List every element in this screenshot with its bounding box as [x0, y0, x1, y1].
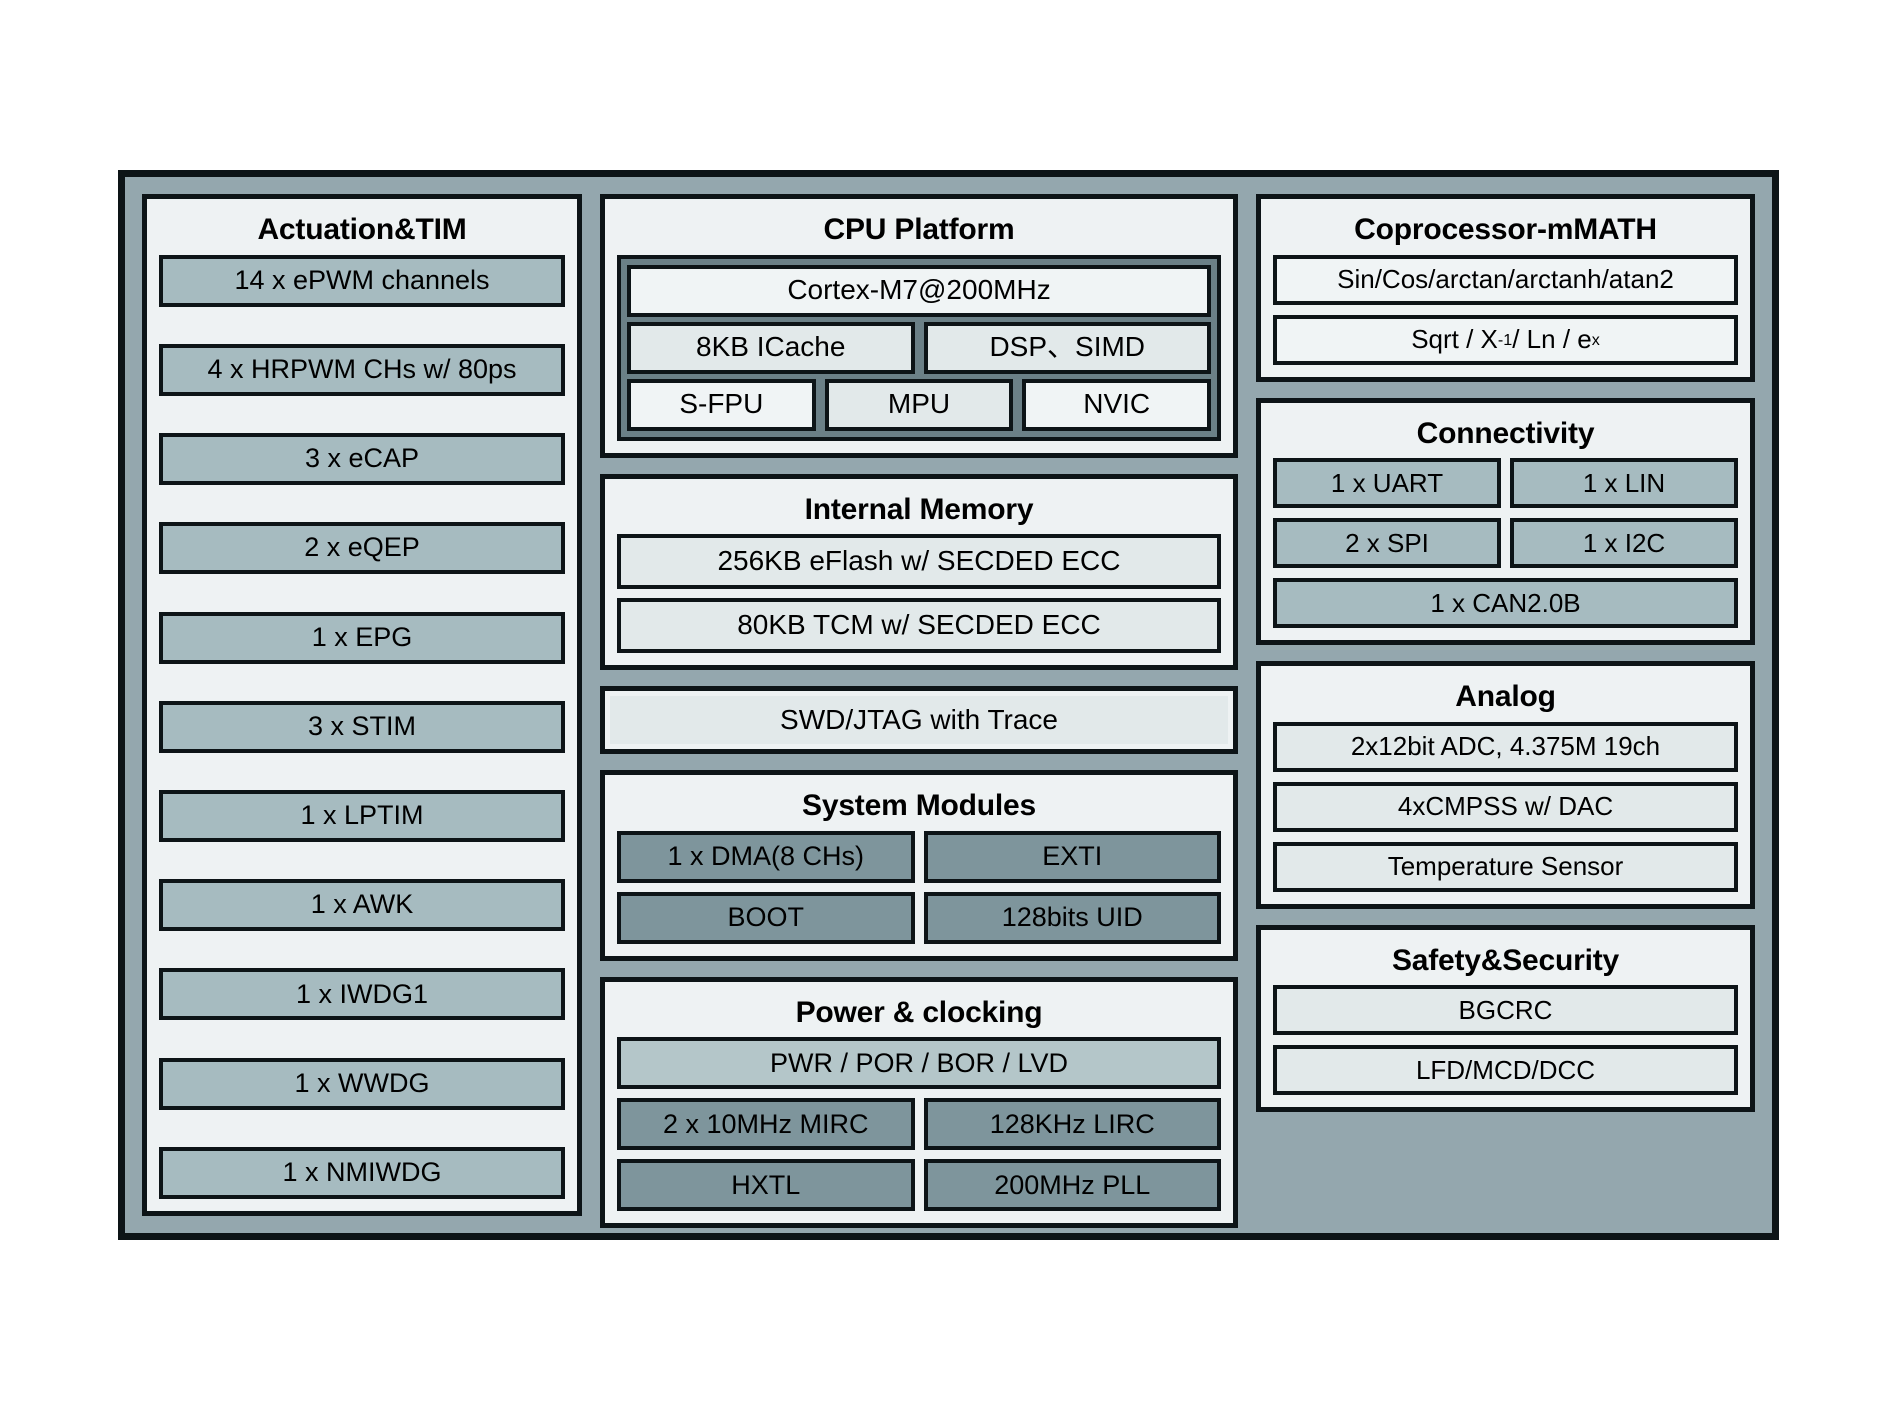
block-exti[interactable]: EXTI — [923, 830, 1221, 883]
connectivity-row-1: 1 x UART 1 x LIN — [1273, 458, 1738, 509]
group-safety-security: Safety&Security BGCRC LFD/MCD/DCC — [1256, 924, 1755, 1113]
block-epg[interactable]: 1 x EPG — [159, 611, 565, 664]
block-temperature-sensor[interactable]: Temperature Sensor — [1273, 841, 1738, 892]
block-trig-functions[interactable]: Sin/Cos/arctan/arctanh/atan2 — [1273, 254, 1738, 305]
block-mirc[interactable]: 2 x 10MHz MIRC — [617, 1098, 915, 1151]
memory-block-list: 256KB eFlash w/ SECDED ECC 80KB TCM w/ S… — [617, 534, 1221, 654]
group-title-cpu: CPU Platform — [823, 213, 1015, 246]
block-lirc[interactable]: 128KHz LIRC — [923, 1098, 1221, 1151]
chip-block-diagram: Actuation&TIM 14 x ePWM channels 4 x HRP… — [118, 170, 1779, 1240]
block-cmpss-dac[interactable]: 4xCMPSS w/ DAC — [1273, 781, 1738, 832]
group-debug: SWD/JTAG with Trace — [600, 686, 1238, 755]
sysmod-row-1: 1 x DMA(8 CHs) EXTI — [617, 830, 1221, 883]
group-title-coprocessor: Coprocessor-mMATH — [1354, 213, 1657, 246]
block-nvic[interactable]: NVIC — [1022, 378, 1212, 431]
group-title-analog: Analog — [1455, 680, 1556, 714]
block-awk[interactable]: 1 x AWK — [159, 879, 565, 932]
cpu-row-cache-dsp: 8KB ICache DSP、SIMD — [627, 321, 1211, 374]
group-cpu-platform: CPU Platform Cortex-M7@200MHz 8KB ICache… — [600, 194, 1238, 458]
block-can[interactable]: 1 x CAN2.0B — [1273, 578, 1738, 629]
connectivity-rows: 1 x UART 1 x LIN 2 x SPI 1 x I2C 1 x CAN… — [1273, 458, 1738, 629]
group-connectivity: Connectivity 1 x UART 1 x LIN 2 x SPI 1 … — [1256, 397, 1755, 646]
system-modules-rows: 1 x DMA(8 CHs) EXTI BOOT 128bits UID — [617, 830, 1221, 944]
block-pwr-por-bor-lvd[interactable]: PWR / POR / BOR / LVD — [617, 1037, 1221, 1090]
block-boot[interactable]: BOOT — [617, 891, 915, 944]
block-swd-jtag[interactable]: SWD/JTAG with Trace — [610, 696, 1228, 745]
group-analog: Analog 2x12bit ADC, 4.375M 19ch 4xCMPSS … — [1256, 661, 1755, 909]
block-icache[interactable]: 8KB ICache — [627, 321, 915, 374]
column-core: CPU Platform Cortex-M7@200MHz 8KB ICache… — [600, 194, 1238, 1229]
block-wwdg[interactable]: 1 x WWDG — [159, 1057, 565, 1110]
block-pll[interactable]: 200MHz PLL — [923, 1159, 1221, 1212]
block-spi[interactable]: 2 x SPI — [1273, 518, 1501, 569]
group-title-connectivity: Connectivity — [1416, 416, 1595, 450]
power-row-2: HXTL 200MHz PLL — [617, 1159, 1221, 1212]
group-coprocessor-mmath: Coprocessor-mMATH Sin/Cos/arctan/arctanh… — [1256, 194, 1755, 382]
group-title-system-modules: System Modules — [802, 789, 1036, 823]
block-adc[interactable]: 2x12bit ADC, 4.375M 19ch — [1273, 721, 1738, 772]
block-eflash[interactable]: 256KB eFlash w/ SECDED ECC — [617, 534, 1221, 590]
block-tcm[interactable]: 80KB TCM w/ SECDED ECC — [617, 598, 1221, 654]
block-uid[interactable]: 128bits UID — [923, 891, 1221, 944]
coprocessor-block-list: Sin/Cos/arctan/arctanh/atan2 Sqrt / X-1 … — [1273, 254, 1738, 365]
block-cortex-m7[interactable]: Cortex-M7@200MHz — [627, 264, 1211, 317]
connectivity-row-2: 2 x SPI 1 x I2C — [1273, 518, 1738, 569]
block-dsp-simd[interactable]: DSP、SIMD — [923, 321, 1211, 374]
block-nmiwdg[interactable]: 1 x NMIWDG — [159, 1146, 565, 1199]
block-mpu[interactable]: MPU — [824, 378, 1014, 431]
group-title-safety-security: Safety&Security — [1391, 943, 1620, 977]
group-title-memory: Internal Memory — [804, 492, 1034, 526]
block-eqep[interactable]: 2 x eQEP — [159, 522, 565, 575]
block-i2c[interactable]: 1 x I2C — [1510, 518, 1738, 569]
column-peripherals: Coprocessor-mMATH Sin/Cos/arctan/arctanh… — [1256, 194, 1755, 1216]
block-bgcrc[interactable]: BGCRC — [1273, 985, 1738, 1036]
block-s-fpu[interactable]: S-FPU — [627, 378, 816, 431]
group-title-actuation: Actuation&TIM — [257, 213, 467, 246]
block-stim[interactable]: 3 x STIM — [159, 700, 565, 753]
block-lin[interactable]: 1 x LIN — [1510, 458, 1738, 509]
cpu-core-container: Cortex-M7@200MHz 8KB ICache DSP、SIMD S-F… — [617, 254, 1221, 441]
group-actuation-tim: Actuation&TIM 14 x ePWM channels 4 x HRP… — [142, 194, 582, 1216]
sysmod-row-2: BOOT 128bits UID — [617, 891, 1221, 944]
block-iwdg1[interactable]: 1 x IWDG1 — [159, 968, 565, 1021]
group-system-modules: System Modules 1 x DMA(8 CHs) EXTI BOOT … — [600, 770, 1238, 961]
group-internal-memory: Internal Memory 256KB eFlash w/ SECDED E… — [600, 473, 1238, 671]
cpu-row-fpu-mpu-nvic: S-FPU MPU NVIC — [627, 378, 1212, 431]
safety-block-list: BGCRC LFD/MCD/DCC — [1273, 985, 1738, 1096]
actuation-block-list: 14 x ePWM channels 4 x HRPWM CHs w/ 80ps… — [159, 254, 565, 1199]
block-dma[interactable]: 1 x DMA(8 CHs) — [617, 830, 915, 883]
block-ecap[interactable]: 3 x eCAP — [159, 433, 565, 486]
block-uart[interactable]: 1 x UART — [1273, 458, 1501, 509]
block-epwm-channels[interactable]: 14 x ePWM channels — [159, 254, 565, 307]
block-hxtl[interactable]: HXTL — [617, 1159, 915, 1212]
column-actuation: Actuation&TIM 14 x ePWM channels 4 x HRP… — [142, 194, 582, 1216]
group-power-clocking: Power & clocking PWR / POR / BOR / LVD 2… — [600, 976, 1238, 1229]
power-clocking-rows: PWR / POR / BOR / LVD 2 x 10MHz MIRC 128… — [617, 1037, 1221, 1212]
block-hrpwm-chs[interactable]: 4 x HRPWM CHs w/ 80ps — [159, 343, 565, 396]
power-row-1: 2 x 10MHz MIRC 128KHz LIRC — [617, 1098, 1221, 1151]
block-lfd-mcd-dcc[interactable]: LFD/MCD/DCC — [1273, 1045, 1738, 1096]
analog-block-list: 2x12bit ADC, 4.375M 19ch 4xCMPSS w/ DAC … — [1273, 721, 1738, 892]
group-title-power-clocking: Power & clocking — [795, 995, 1043, 1029]
block-lptim[interactable]: 1 x LPTIM — [159, 790, 565, 842]
